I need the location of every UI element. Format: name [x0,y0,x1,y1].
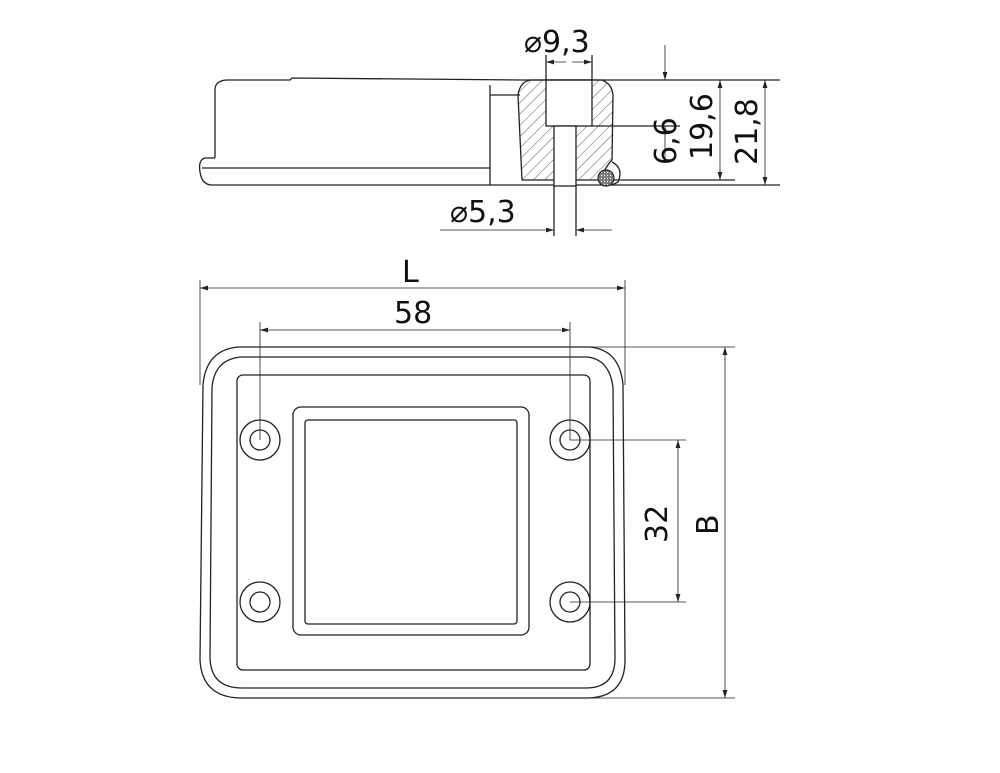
through-hole [553,125,577,187]
dim-hole-spacing-x: 58 [394,296,432,331]
dim-counterbore-diameter: ⌀9,3 [524,25,590,60]
housing-body-outline [214,77,521,158]
outer-outline [199,346,626,699]
inner-recess [236,374,591,671]
top-view: L 58 32 B [199,255,735,699]
flange-outline [198,157,490,186]
counterbore [545,79,593,127]
dim-width: B [691,514,726,535]
mounting-hole [239,581,281,623]
side-view: ⌀9,3 ⌀5,3 6,6 19,6 21,8 [198,25,780,236]
window [304,419,518,625]
dim-counterbore-depth: 6,6 [649,117,684,165]
dim-hole-diameter: ⌀5,3 [450,195,516,230]
seal-ring [597,169,615,187]
dim-total-height: 21,8 [730,98,765,165]
dim-hole-spacing-y: 32 [640,505,675,543]
dim-length: L [402,255,419,290]
window-frame [292,406,530,636]
dim-body-height: 19,6 [685,93,720,160]
